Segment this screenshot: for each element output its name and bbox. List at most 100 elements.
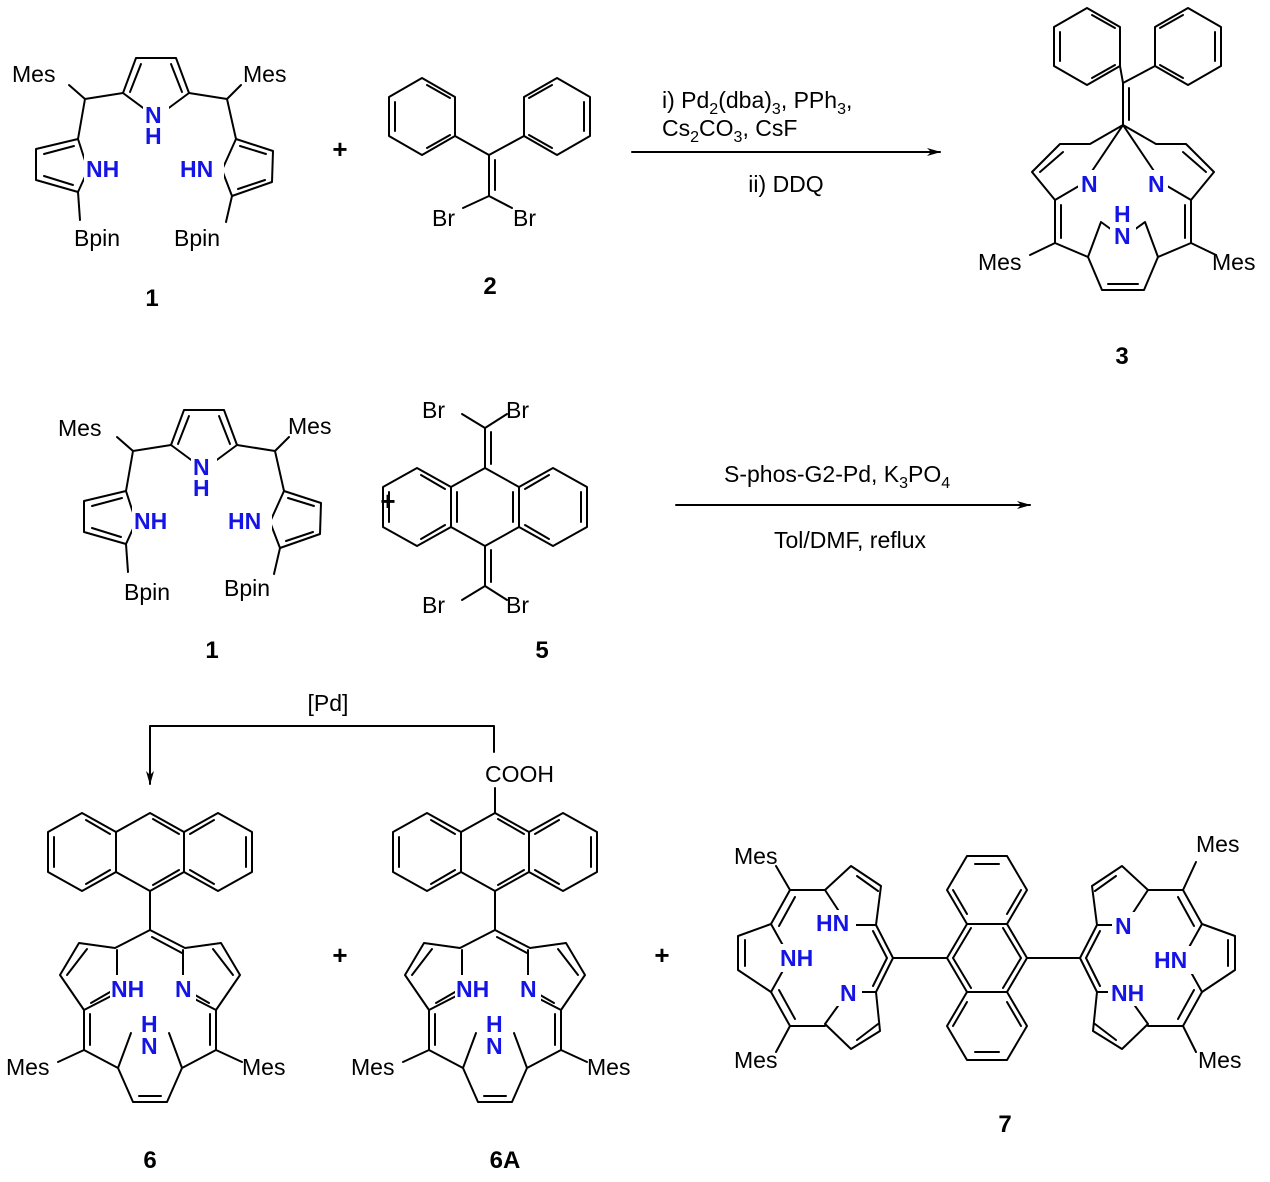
conditions-line-1: i) Pd2(dba)3, PPh3, — [662, 87, 852, 118]
plus-sign: + — [654, 940, 669, 970]
mes-label: Mes — [242, 1054, 285, 1080]
pyrrole-right — [1122, 124, 1215, 201]
reaction-arrow-2: S-phos-G2-Pd, K3PO4 Tol/DMF, reflux — [675, 461, 1031, 553]
anthracene-center — [460, 812, 530, 892]
br-label: Br — [422, 397, 445, 423]
cooh-label: COOH — [485, 761, 554, 787]
h-label: H — [486, 1011, 503, 1037]
compound-number: 7 — [998, 1111, 1011, 1138]
double-bonds — [856, 875, 888, 1041]
benzo-left — [382, 467, 458, 547]
double-bonds — [237, 145, 267, 190]
bond — [273, 547, 281, 575]
compound-number: 6A — [490, 1147, 521, 1174]
pyrrole-left — [83, 490, 137, 545]
compound-number: 3 — [1115, 343, 1128, 370]
anthracene-left — [392, 812, 462, 892]
h-label: H — [145, 123, 162, 149]
porphyrin-upper — [59, 929, 241, 1011]
n-label: N — [175, 976, 192, 1002]
pyrrole-left — [35, 138, 89, 193]
br-label: Br — [506, 397, 529, 423]
double-bonds — [91, 497, 123, 538]
bonds — [494, 818, 525, 931]
bond — [125, 543, 129, 573]
mes-label: Mes — [58, 415, 101, 441]
h-label: H — [1114, 201, 1131, 227]
dibromovinyl-bottom — [461, 545, 508, 601]
compound-1-top: Mes Mes N H NH HN Bpin Bpin 1 — [12, 57, 286, 312]
compound-7: HN NH N N HN NH Mes Mes Mes Mes 7 — [734, 831, 1241, 1138]
meso-left — [68, 84, 124, 140]
compound-number: 1 — [145, 285, 158, 312]
bonds-bottom — [1029, 242, 1217, 291]
double-bonds — [43, 145, 75, 186]
dibromovinyl-top — [461, 413, 508, 469]
double-bonds — [744, 896, 796, 1020]
bpin-label: Bpin — [224, 575, 270, 601]
mes-label: Mes — [978, 249, 1021, 275]
mes-label: Mes — [6, 1054, 49, 1080]
pyrrole-left — [1031, 124, 1124, 201]
phenyl-ring — [1053, 7, 1121, 86]
bond — [77, 191, 81, 221]
compound-6: NH N H N Mes Mes 6 — [6, 812, 285, 1174]
phenyl-ring — [388, 77, 456, 156]
compound-5: Br Br Br Br 5 — [382, 397, 588, 664]
mes-label: Mes — [587, 1054, 630, 1080]
n-label: N — [840, 980, 857, 1006]
anthracene-right — [528, 812, 598, 892]
nh-label: NH — [86, 156, 119, 182]
meso-left — [116, 436, 172, 492]
anthracene-bottom — [946, 991, 1028, 1061]
n-label: N — [1115, 913, 1132, 939]
conditions-below: Tol/DMF, reflux — [774, 527, 927, 553]
compound-6a: COOH NH N H N Mes Mes 6A — [351, 761, 630, 1174]
br-label: Br — [513, 205, 536, 231]
hn-label: HN — [180, 156, 213, 182]
porphyrin-lower — [57, 1009, 243, 1103]
pd-label: [Pd] — [308, 690, 349, 716]
double-bonds — [1159, 14, 1216, 79]
double-bonds — [1059, 14, 1116, 79]
meso-right — [236, 436, 290, 492]
pyrrole-right — [269, 490, 322, 549]
n-label: N — [193, 454, 210, 480]
benzo-right — [512, 467, 588, 547]
reaction-arrow-1: i) Pd2(dba)3, PPh3, Cs2CO3, CsF ii) DDQ — [631, 87, 941, 197]
double-bonds — [1177, 896, 1229, 1020]
double-bonds — [129, 63, 183, 93]
anthracene-right — [183, 812, 253, 892]
pyrrole-right — [221, 138, 274, 197]
n-label: N — [1081, 171, 1098, 197]
h-label: H — [193, 475, 210, 501]
compound-2: Br Br 2 — [388, 77, 591, 300]
hn-label: HN — [228, 508, 261, 534]
conditions-below: ii) DDQ — [748, 171, 823, 197]
anthracene-left — [47, 812, 117, 892]
mes-label: Mes — [351, 1054, 394, 1080]
bracket-arrow — [146, 725, 495, 785]
mes-label: Mes — [734, 1047, 777, 1073]
meso-right — [188, 84, 242, 140]
pyrroles-left-side — [1079, 865, 1149, 1050]
bond — [225, 195, 233, 223]
anthracene-center — [946, 923, 1028, 993]
br-label: Br — [422, 592, 445, 618]
anthracene-top — [946, 855, 1028, 925]
mes-label: Mes — [243, 61, 286, 87]
compound-1-bottom: Mes Mes N H NH HN Bpin Bpin 1 — [58, 409, 331, 664]
double-bonds — [285, 497, 315, 542]
nh-label: NH — [456, 976, 489, 1002]
compound-number: 2 — [483, 273, 496, 300]
br-label: Br — [432, 205, 455, 231]
br-label: Br — [506, 592, 529, 618]
mes-label: Mes — [12, 61, 55, 87]
mes-label: Mes — [734, 843, 777, 869]
phenyl-ring — [523, 77, 591, 156]
vinyl-bonds — [1119, 65, 1156, 126]
mes-label: Mes — [288, 413, 331, 439]
double-bonds — [1039, 151, 1207, 173]
n-label: N — [520, 976, 537, 1002]
double-bonds — [528, 84, 585, 149]
